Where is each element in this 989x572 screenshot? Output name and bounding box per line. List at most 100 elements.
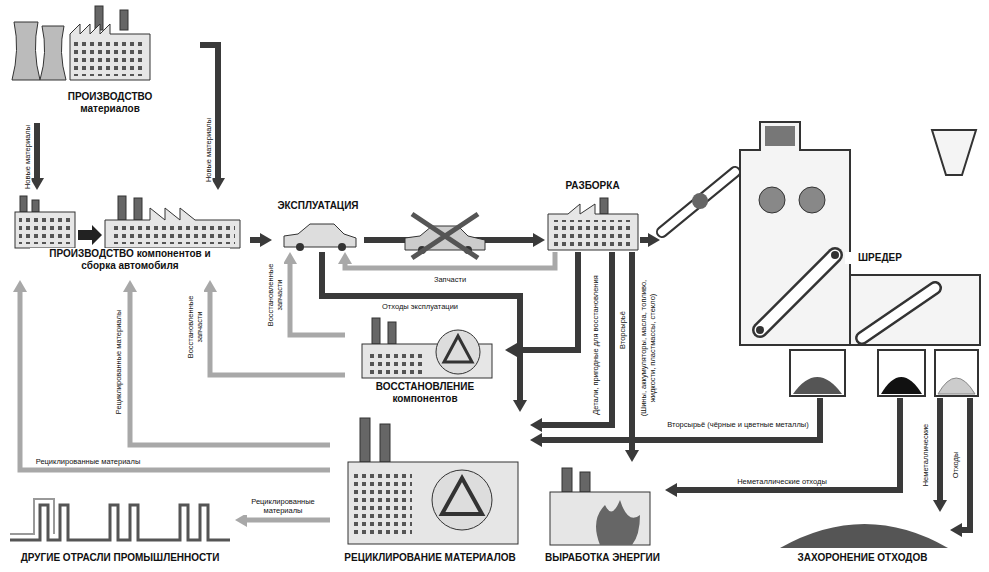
industry-pipes <box>10 499 230 540</box>
car <box>284 224 356 251</box>
power-plant-part <box>562 468 572 492</box>
materials-factory-part <box>12 22 40 80</box>
flow-label: Неметаллические отходы <box>712 477 852 486</box>
stage-title: ШРЕДЕР <box>845 252 915 264</box>
shredder-machine-part <box>759 187 785 213</box>
flow-label: Восстановленные запчасти <box>266 261 284 329</box>
recycling-plant-part <box>352 470 412 538</box>
shredder-machine-part <box>790 350 845 396</box>
recycling-plant-part <box>348 462 518 544</box>
shredder-machine-part <box>938 378 975 394</box>
scrapped-car <box>405 214 485 258</box>
landfill-mound <box>780 524 948 548</box>
stage-node: ПРОИЗВОДСТВО компонентов и сборка автомо… <box>10 190 250 280</box>
car-part <box>296 243 304 251</box>
component-factories-part <box>105 208 240 248</box>
stage-node: ВЫРАБОТКА ЭНЕРГИИ <box>540 462 665 568</box>
recovery-plant <box>362 318 492 378</box>
flow-label: Рециклированные материалы <box>26 457 151 466</box>
flow-label: Рециклированные материалы <box>114 297 123 427</box>
stage-node: ДРУГИЕ ОТРАСЛИ ПРОМЫШЛЕННОСТИ <box>5 488 235 568</box>
stage-title: РЕЦИКЛИРОВАНИЕ МАТЕРИАЛОВ <box>332 552 528 564</box>
stage-node: ЗАХОРОНЕНИЕ ОТХОДОВ <box>775 512 950 568</box>
flow-label: Рециклированные материалы <box>238 497 328 515</box>
recycling-plant-part <box>380 424 390 462</box>
stage-title: ЭКСПЛУАТАЦИЯ <box>272 200 364 212</box>
car-part <box>338 243 346 251</box>
industry-pipes-part <box>10 499 54 534</box>
component-factories-part <box>78 225 102 245</box>
recycling-plant-part <box>432 470 492 530</box>
dismantling-building-part <box>600 198 608 214</box>
recycling-plant-part <box>360 418 370 462</box>
materials-factory-part <box>74 42 146 76</box>
dismantling-building-part <box>553 220 633 246</box>
component-factories-part <box>134 198 142 220</box>
landfill-mound-part <box>780 524 948 548</box>
component-factories-part <box>20 196 27 212</box>
shredder-machine-part <box>799 187 825 213</box>
stage-title: ПРОИЗВОДСТВО материалов <box>50 91 170 114</box>
stage-node: ШРЕДЕР <box>660 118 985 398</box>
component-factories-part <box>118 196 126 220</box>
flow-arrow <box>640 237 648 243</box>
flow-arrow <box>247 518 330 523</box>
flow-label: Детали, пригодные для восстановления <box>591 270 600 420</box>
stage-title: ВОССТАНОВЛЕНИЕ компонентов <box>346 381 504 404</box>
flow-label: Новые материалы <box>23 121 32 193</box>
stage-node: ВОССТАНОВЛЕНИЕ компонентов <box>345 315 505 407</box>
stage-title: РАЗБОРКА <box>545 180 640 192</box>
recycling-plant <box>348 418 518 544</box>
flow-label: Новые материалы <box>204 114 213 186</box>
power-plant-part <box>596 500 640 545</box>
recovery-plant-part <box>372 318 380 344</box>
shredder-machine-part <box>760 255 835 330</box>
recycling-plant-part <box>442 478 482 514</box>
shredder-machine-part <box>765 126 795 146</box>
flow-arrow <box>290 264 345 335</box>
flow-arrow <box>517 252 578 350</box>
shredder-machine-part <box>756 326 764 334</box>
car-part <box>284 224 356 247</box>
stage-node: ПРОИЗВОДСТВО материалов <box>5 5 200 123</box>
flow-arrow <box>130 292 330 445</box>
flow-label: (Шины, аккумуляторы, масла, топливо, жид… <box>639 266 657 431</box>
stage-node: РАЗБОРКА <box>545 180 640 252</box>
recovery-plant-part <box>444 336 472 362</box>
flow-arrow <box>937 398 943 500</box>
shredder-machine-part <box>878 350 925 396</box>
stage-title: ЗАХОРОНЕНИЕ ОТХОДОВ <box>777 552 948 564</box>
flow-label: Отходы <box>951 440 960 490</box>
component-factories-part <box>15 212 75 248</box>
stage-node: ЭКСПЛУАТАЦИЯ <box>272 200 364 252</box>
materials-factory-part <box>40 26 66 80</box>
flow-arrow <box>542 398 820 440</box>
shredder-machine-part <box>881 377 922 394</box>
flow-label: Восстановленные запчасти <box>186 287 204 367</box>
recovery-plant-part <box>436 330 480 374</box>
industry-pipes-part <box>10 505 230 540</box>
flow-arrow <box>345 252 555 268</box>
dismantling-building-part <box>548 204 638 250</box>
flow-arrow <box>677 398 900 490</box>
flow-label: Неметаллические <box>921 420 930 490</box>
flow-arrow <box>542 252 612 425</box>
shredder-machine-part <box>862 288 935 338</box>
dismantling-building <box>548 198 638 250</box>
flow-arrow <box>250 237 260 243</box>
shredder-machine-part <box>662 172 735 232</box>
scrapped-car-part <box>412 214 478 258</box>
flow-arrow <box>34 123 40 178</box>
power-plant-part <box>550 492 650 545</box>
materials-factory-part <box>120 10 128 30</box>
flow-label: Отходы эксплуатации <box>350 302 490 311</box>
flow-arrow <box>322 252 520 400</box>
component-factories <box>15 196 240 248</box>
flow-arrow <box>629 252 635 450</box>
recovery-plant-part <box>388 322 396 344</box>
shredder-machine-part <box>862 288 935 338</box>
shredder-machine-part <box>935 350 978 396</box>
flow-label: Вторсырьё (чёрные и цветные металлы) <box>663 420 813 429</box>
flow-label: Запчасти <box>410 275 490 284</box>
